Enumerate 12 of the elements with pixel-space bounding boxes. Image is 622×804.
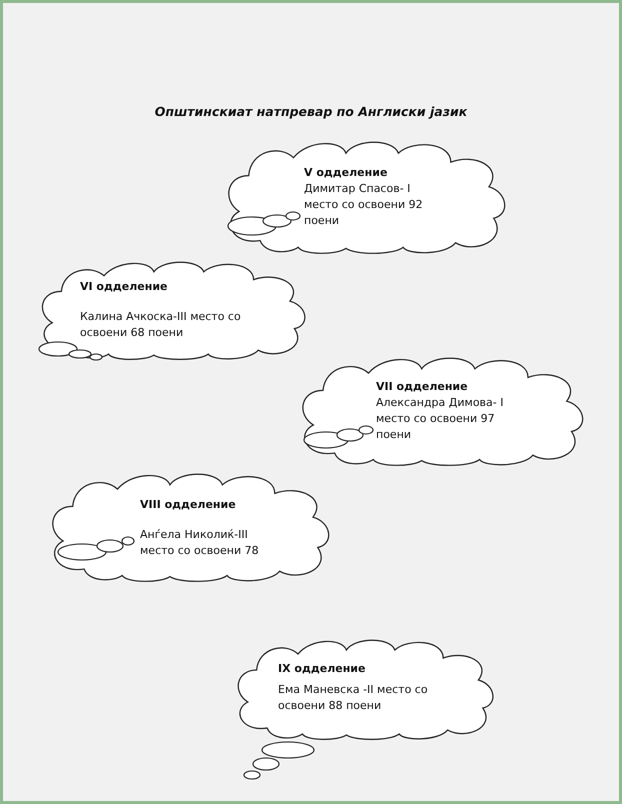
grade-heading: VIII одделение: [140, 497, 236, 513]
grade-heading: VII одделение: [376, 379, 468, 395]
thought-cloud: [36, 262, 308, 360]
result-text: Александра Димова- I место со освоени 97 поени: [376, 395, 504, 443]
result-text: Анѓела Николиќ-III место со освоени 78: [140, 527, 260, 559]
grade-heading: IX одделение: [278, 661, 366, 677]
result-text: Калина Ачкоска-III место со освоени 68 поени: [80, 309, 242, 341]
result-text: Димитар Спасов- I место со освоени 92 поени: [304, 181, 424, 229]
result-text: Ема Маневска -II место со освоени 88 поени: [278, 682, 429, 714]
grade-heading: V одделение: [304, 165, 388, 181]
grade-heading: VI одделение: [80, 279, 168, 295]
diagram-title: Општинскиат натпревар по Англиски јазик: [154, 104, 468, 120]
